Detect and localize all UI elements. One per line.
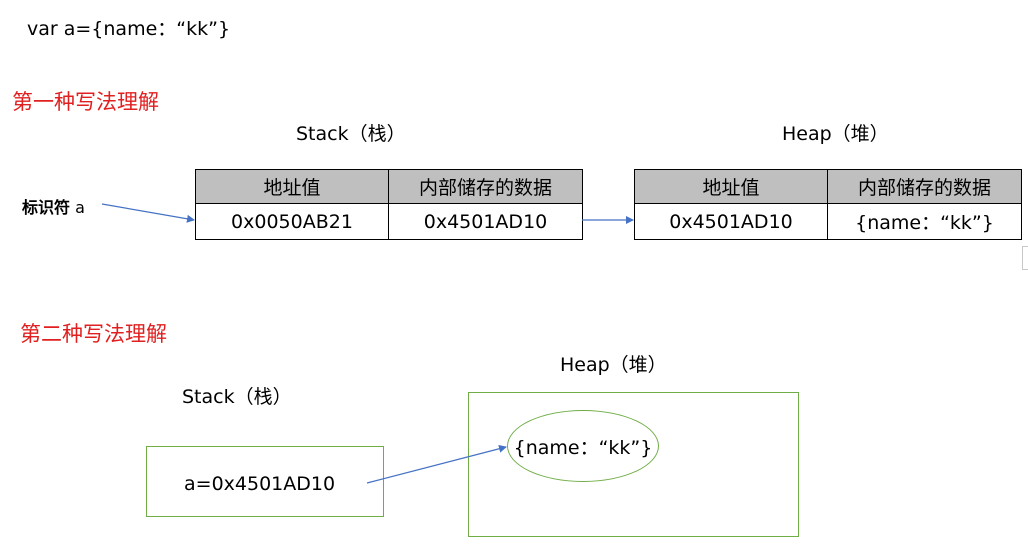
- identifier-to-stack-arrow: [101, 203, 195, 223]
- heap-cell-address: 0x4501AD10: [634, 203, 828, 240]
- section2-title: 第二种写法理解: [20, 322, 167, 346]
- stack-cell-data: 0x4501AD10: [388, 203, 583, 240]
- section1-stack-label: Stack（栈）: [296, 123, 406, 145]
- section1-title: 第一种写法理解: [12, 90, 159, 114]
- heap-table: 地址值 内部储存的数据 0x4501AD10 {name：“kk”}: [634, 169, 1022, 240]
- edge-fragment: [1022, 246, 1028, 270]
- heap-table-header-row: 地址值 内部储存的数据: [634, 169, 1022, 204]
- identifier-keyword: 标识符: [22, 198, 71, 217]
- stack-cell-address: 0x0050AB21: [195, 203, 389, 240]
- stack-box-value: a=0x4501AD10: [184, 473, 336, 495]
- section2-stack-label: Stack（栈）: [182, 386, 292, 408]
- heap-object-value: {name：“kk”}: [513, 436, 653, 459]
- section2-heap-label: Heap（堆）: [560, 354, 667, 376]
- stack-box: [146, 446, 384, 517]
- heap-header-address: 地址值: [634, 169, 828, 204]
- heap-table-row: 0x4501AD10 {name：“kk”}: [634, 203, 1022, 240]
- heap-box: [468, 392, 799, 537]
- identifier-label: 标识符 a: [22, 194, 85, 218]
- heap-header-data: 内部储存的数据: [827, 169, 1022, 204]
- heap-cell-data: {name：“kk”}: [827, 203, 1022, 240]
- code-line: var a={name：“kk”}: [27, 18, 231, 40]
- identifier-name: a: [70, 198, 85, 217]
- pointer-to-object-arrow: [366, 444, 507, 484]
- stack-table: 地址值 内部储存的数据 0x0050AB21 0x4501AD10: [195, 169, 583, 240]
- heap-object-ellipse: {name：“kk”}: [507, 410, 659, 482]
- section1-heap-label: Heap（堆）: [782, 123, 889, 145]
- stack-table-row: 0x0050AB21 0x4501AD10: [195, 203, 583, 240]
